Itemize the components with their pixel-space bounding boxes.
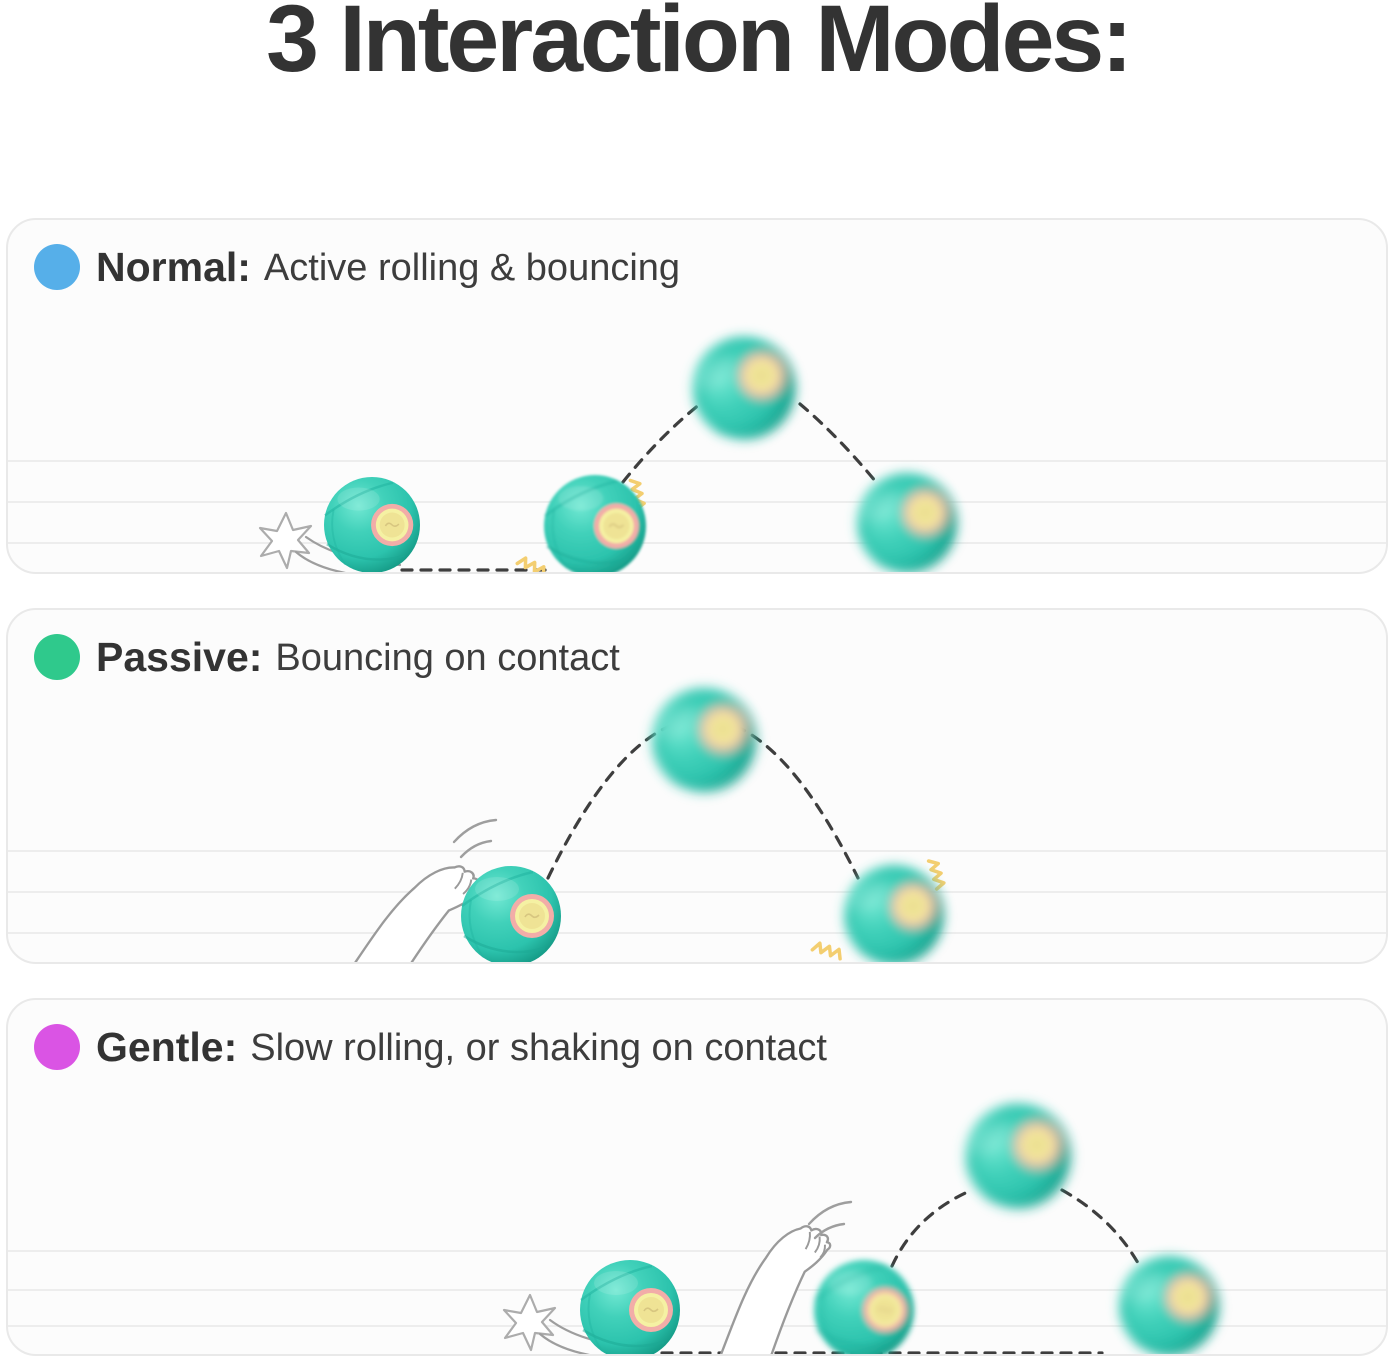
floor-line: [8, 542, 1386, 544]
mode-header: Gentle: Slow rolling, or shaking on cont…: [34, 1020, 827, 1074]
floor-line: [8, 850, 1386, 852]
mode-color-dot: [34, 244, 80, 290]
pet-ball-illustration: [826, 847, 962, 962]
pet-ball-illustration: [459, 864, 563, 962]
floor-line: [8, 1325, 1386, 1327]
pet-ball-illustration: [837, 453, 977, 572]
pet-ball-illustration: [578, 1258, 682, 1354]
trajectory-dashes: [400, 402, 878, 572]
pet-ball-illustration: [542, 473, 648, 572]
mode-panel-passive: Passive: Bouncing on contact: [6, 608, 1388, 964]
floor-line: [8, 460, 1386, 462]
floor-line: [8, 932, 1386, 934]
pet-ball-illustration: [631, 667, 777, 813]
vibration-squiggle-icon: [809, 940, 845, 961]
cat-paw-illustration: [712, 1200, 853, 1354]
passive-mode-illustration: [336, 667, 962, 962]
cat-paw-illustration: [336, 818, 498, 962]
floor-line: [8, 1250, 1386, 1252]
mode-color-dot: [34, 634, 80, 680]
mode-description: Active rolling & bouncing: [263, 246, 681, 289]
floor-line: [8, 1289, 1386, 1291]
mode-name: Normal:: [96, 243, 251, 290]
pet-ball-illustration: [1101, 1238, 1237, 1354]
mode-description: Bouncing on contact: [275, 636, 620, 679]
mode-header: Passive: Bouncing on contact: [34, 630, 620, 684]
mode-panel-normal: Normal: Active rolling & bouncing: [6, 218, 1388, 574]
mode-panel-gentle: Gentle: Slow rolling, or shaking on cont…: [6, 998, 1388, 1356]
floor-line: [8, 501, 1386, 503]
pet-ball-illustration: [944, 1082, 1092, 1230]
mode-header: Normal: Active rolling & bouncing: [34, 240, 680, 294]
mode-description: Slow rolling, or shaking on contact: [250, 1026, 827, 1069]
mode-name: Gentle:: [96, 1023, 238, 1070]
pet-ball-illustration: [322, 475, 422, 572]
floor-line: [8, 891, 1386, 893]
normal-mode-illustration: [258, 314, 977, 572]
mode-name: Passive:: [96, 633, 263, 680]
page-title: 3 Interaction Modes:: [266, 0, 1133, 92]
pet-ball-illustration: [812, 1258, 916, 1354]
pet-ball-illustration: [670, 314, 818, 462]
gentle-mode-illustration: [502, 1082, 1237, 1354]
mode-color-dot: [34, 1024, 80, 1070]
